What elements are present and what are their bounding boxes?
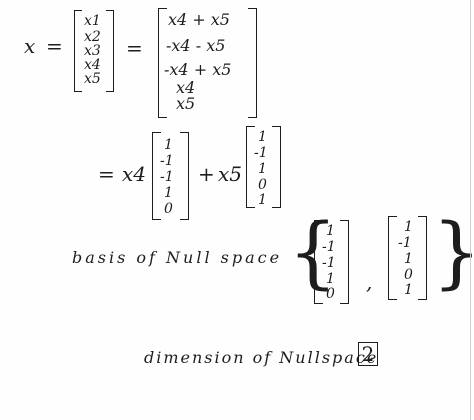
page-edge-divider (470, 0, 471, 420)
basis-vec1-entry-5: 0 (326, 286, 335, 302)
dimension-label: dimension of Nullspace (144, 348, 379, 367)
basis-vec2-left-bracket (388, 216, 397, 300)
vec1-entry-5: 0 (164, 201, 173, 217)
x-vector-right-bracket (106, 10, 114, 92)
basis-vec1-entry-4: 1 (326, 271, 335, 287)
vec2-entry-2: -1 (254, 145, 268, 161)
vec1-entry-4: 1 (164, 185, 173, 201)
basis-vec1-left-bracket (314, 220, 323, 304)
vec2-entry-4: 0 (258, 177, 267, 193)
x-symbol: x (24, 34, 36, 58)
basis-vec1-entry-2: -1 (322, 239, 336, 255)
x-vector-left-bracket (74, 10, 82, 92)
vec1-entry-3: -1 (160, 169, 174, 185)
x-vector-entry-5: x5 (84, 71, 101, 87)
expanded-right-bracket (248, 8, 257, 118)
dimension-value-box: 2 (358, 342, 378, 366)
expanded-entry-2: -x4 - x5 (166, 36, 226, 55)
x-vector-entry-2: x2 (84, 29, 101, 45)
basis-vec1-right-bracket (340, 220, 349, 304)
coefficient-x5: x5 (218, 162, 243, 186)
basis-vec2-entry-3: 1 (404, 251, 413, 267)
vec1-entry-1: 1 (164, 137, 173, 153)
basis-label: basis of Null space (72, 248, 283, 267)
basis-vec2-entry-1: 1 (404, 219, 413, 235)
basis-vec2-entry-4: 0 (404, 267, 413, 283)
basis-vec2-right-bracket (418, 216, 427, 300)
expanded-entry-4: x4 (176, 78, 196, 97)
basis-vec2-entry-2: -1 (398, 235, 412, 251)
basis-vec2-entry-5: 1 (404, 282, 413, 298)
equals-sign-3: = (98, 162, 115, 186)
vec1-left-bracket (152, 132, 161, 220)
vec1-right-bracket (180, 132, 189, 220)
vec2-left-bracket (246, 126, 255, 208)
basis-vec1-entry-3: -1 (322, 255, 336, 271)
vec2-entry-1: 1 (258, 129, 267, 145)
basis-vec1-entry-1: 1 (326, 223, 335, 239)
basis-comma: , (366, 270, 373, 294)
vec2-entry-5: 1 (258, 192, 267, 208)
x-vector-entry-3: x3 (84, 43, 101, 59)
expanded-entry-5: x5 (176, 94, 196, 113)
expanded-entry-1: x4 + x5 (168, 10, 230, 29)
basis-right-brace: } (432, 214, 474, 292)
vec1-entry-2: -1 (160, 153, 174, 169)
expanded-entry-3: -x4 + x5 (164, 60, 232, 79)
plus-sign: + (198, 162, 215, 186)
vec2-entry-3: 1 (258, 161, 267, 177)
equals-sign: = (46, 34, 63, 58)
x-vector-entry-1: x1 (84, 13, 101, 29)
x-vector-entry-4: x4 (84, 57, 101, 73)
expanded-left-bracket (158, 8, 167, 118)
equals-sign-2: = (126, 36, 143, 60)
vec2-right-bracket (272, 126, 281, 208)
basis-left-brace: { (288, 208, 338, 298)
coefficient-x4: x4 (122, 162, 147, 186)
